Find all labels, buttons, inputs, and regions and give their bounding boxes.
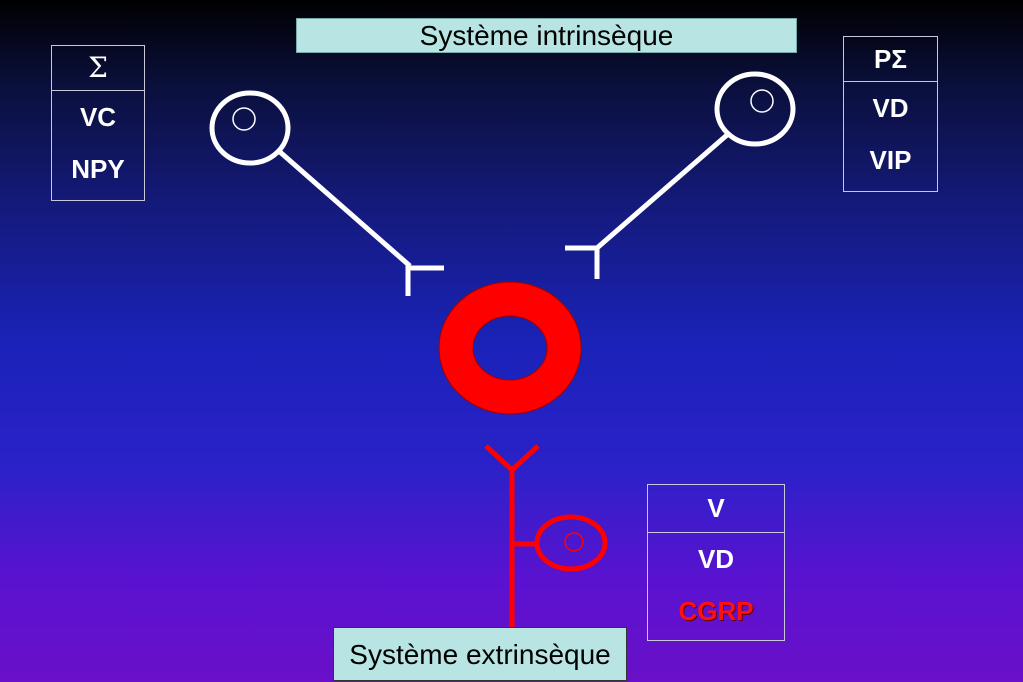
sensory-head: V [648, 485, 784, 533]
vessel-inner-edge [472, 315, 548, 381]
sensory-neuron-ending [484, 444, 540, 474]
sensory-neuron [484, 444, 608, 628]
parasympathetic-table: PΣ VD VIP [843, 36, 938, 192]
vessel-outer-edge [438, 281, 582, 415]
sensory-neuron-body [534, 514, 608, 572]
blood-vessel [438, 281, 582, 415]
right-neuron-axon [595, 133, 729, 250]
sympathetic-row-1: VC [79, 102, 117, 132]
sympathetic-table: Σ VC NPY [51, 45, 145, 201]
sensory-neuron-nucleus [564, 532, 584, 552]
sympathetic-row-2: NPY [71, 154, 125, 184]
left-neuron-axon [278, 150, 412, 268]
right-neuron-nucleus [750, 89, 774, 113]
sympathetic-head: Σ [52, 46, 144, 91]
vessel-wall [439, 282, 581, 414]
sensory-row-1: VD [697, 544, 735, 574]
sensory-table: V VD CGRP [647, 484, 785, 641]
parasympathetic-head: PΣ [844, 37, 937, 82]
left-neuron-body [209, 90, 291, 166]
sensory-row-2: CGRP [678, 596, 754, 626]
left-neuron [209, 90, 444, 296]
right-neuron-terminal [565, 245, 600, 279]
parasympathetic-row-1: VD [872, 93, 909, 123]
parasympathetic-row-2: VIP [869, 145, 912, 175]
right-neuron [565, 71, 796, 279]
intrinsic-system-label: Système intrinsèque [296, 18, 797, 53]
right-neuron-body [714, 71, 796, 147]
extrinsic-system-label: Système extrinsèque [333, 627, 627, 681]
left-neuron-nucleus [232, 107, 256, 131]
left-neuron-terminal [405, 265, 444, 296]
